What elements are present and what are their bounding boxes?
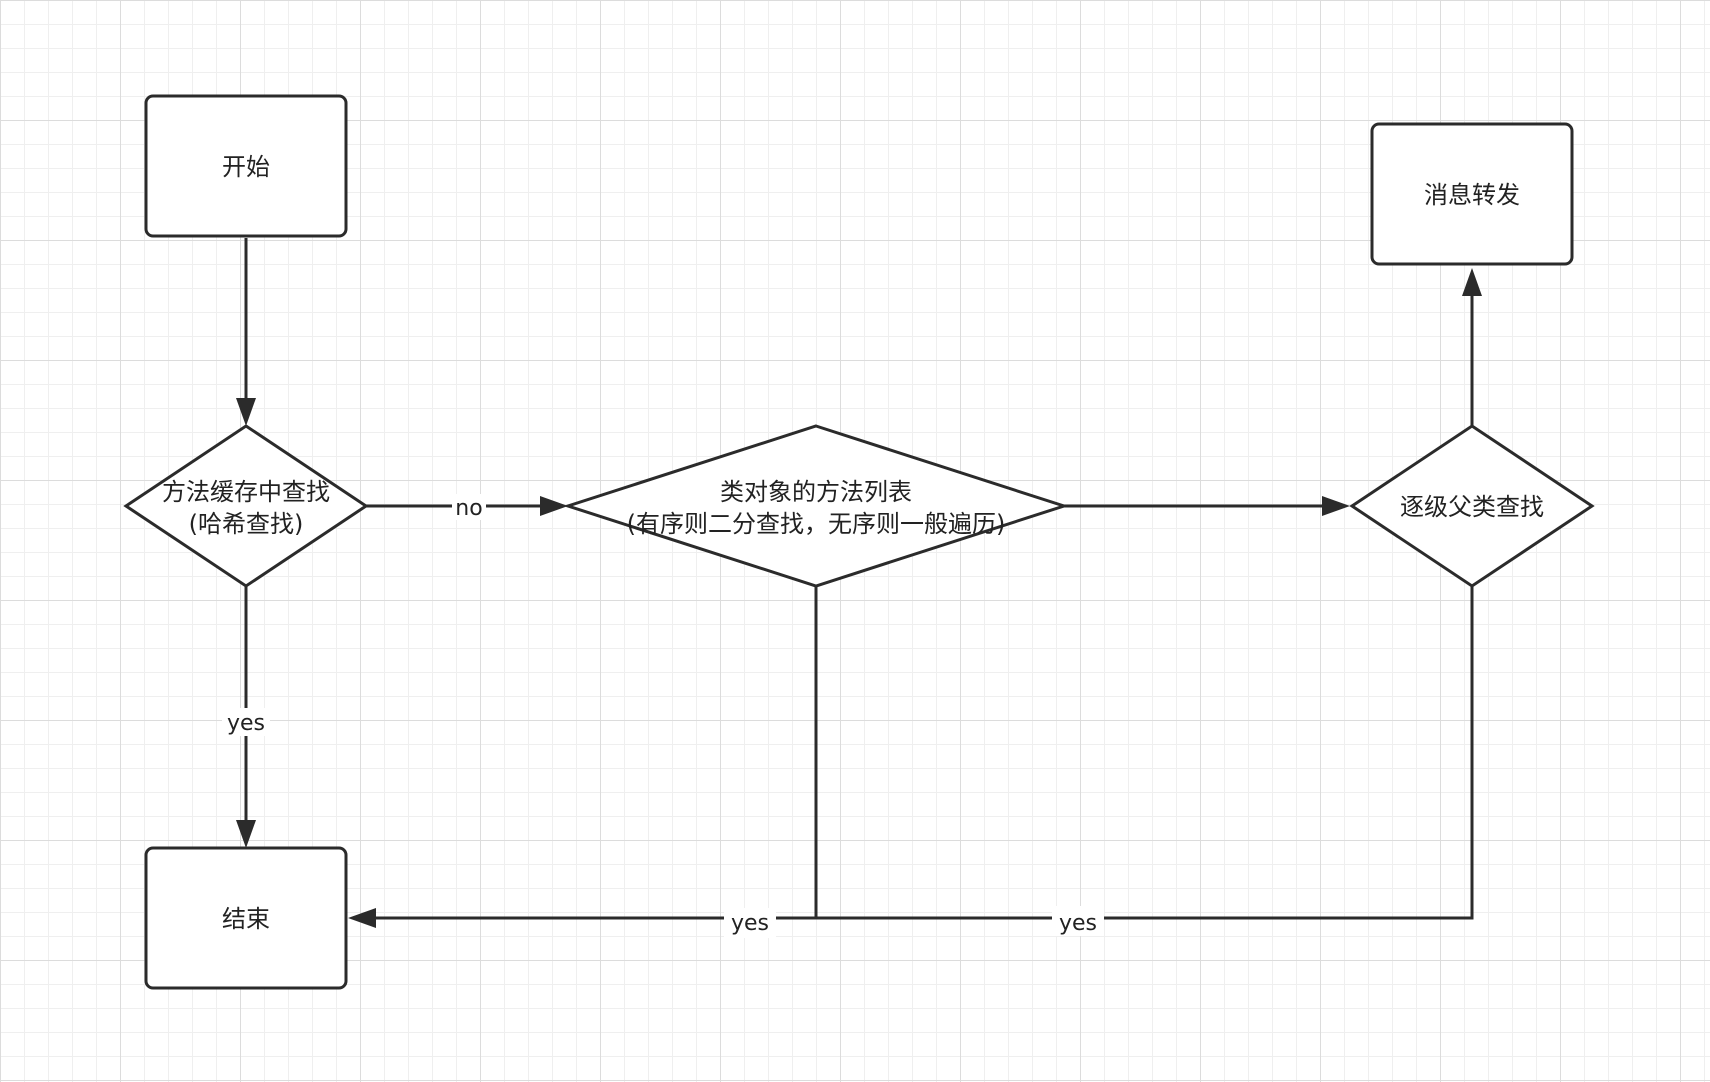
node-superclass-lookup: 逐级父类查找: [1349, 424, 1595, 588]
node-method-list: 类对象的方法列表 (有序则二分查找，无序则一般遍历): [563, 424, 1069, 588]
arrowhead-superclass-to-forwarding: [1462, 268, 1482, 296]
node-forwarding: 消息转发: [1370, 122, 1574, 266]
arrowhead-start-to-cache: [236, 398, 256, 426]
arrowhead-method-list-to-superclass: [1322, 496, 1350, 516]
node-end-label: 结束: [222, 905, 270, 933]
node-cache-lookup-line-2: (哈希查找): [189, 510, 304, 538]
edge-superclass-to-end: [376, 586, 1474, 920]
node-method-list-line-1: 类对象的方法列表: [720, 478, 912, 506]
node-start: 开始: [144, 94, 348, 238]
node-start-label: 开始: [222, 153, 270, 181]
edge-label-cache-no: no: [455, 496, 482, 521]
edge-label-method-list-yes: yes: [731, 911, 769, 936]
arrowhead-into-end: [348, 908, 376, 928]
node-forwarding-label: 消息转发: [1424, 181, 1520, 209]
edge-label-cache-yes: yes: [227, 711, 265, 736]
node-cache-lookup: 方法缓存中查找 (哈希查找): [123, 424, 369, 588]
arrowhead-cache-to-end: [236, 820, 256, 848]
edge-label-superclass-yes: yes: [1059, 911, 1097, 936]
node-method-list-line-2: (有序则二分查找，无序则一般遍历): [627, 510, 1006, 538]
node-cache-lookup-line-1: 方法缓存中查找: [162, 478, 330, 506]
arrowhead-cache-to-method-list: [540, 496, 568, 516]
node-superclass-lookup-label: 逐级父类查找: [1400, 493, 1544, 521]
node-end: 结束: [144, 846, 348, 990]
